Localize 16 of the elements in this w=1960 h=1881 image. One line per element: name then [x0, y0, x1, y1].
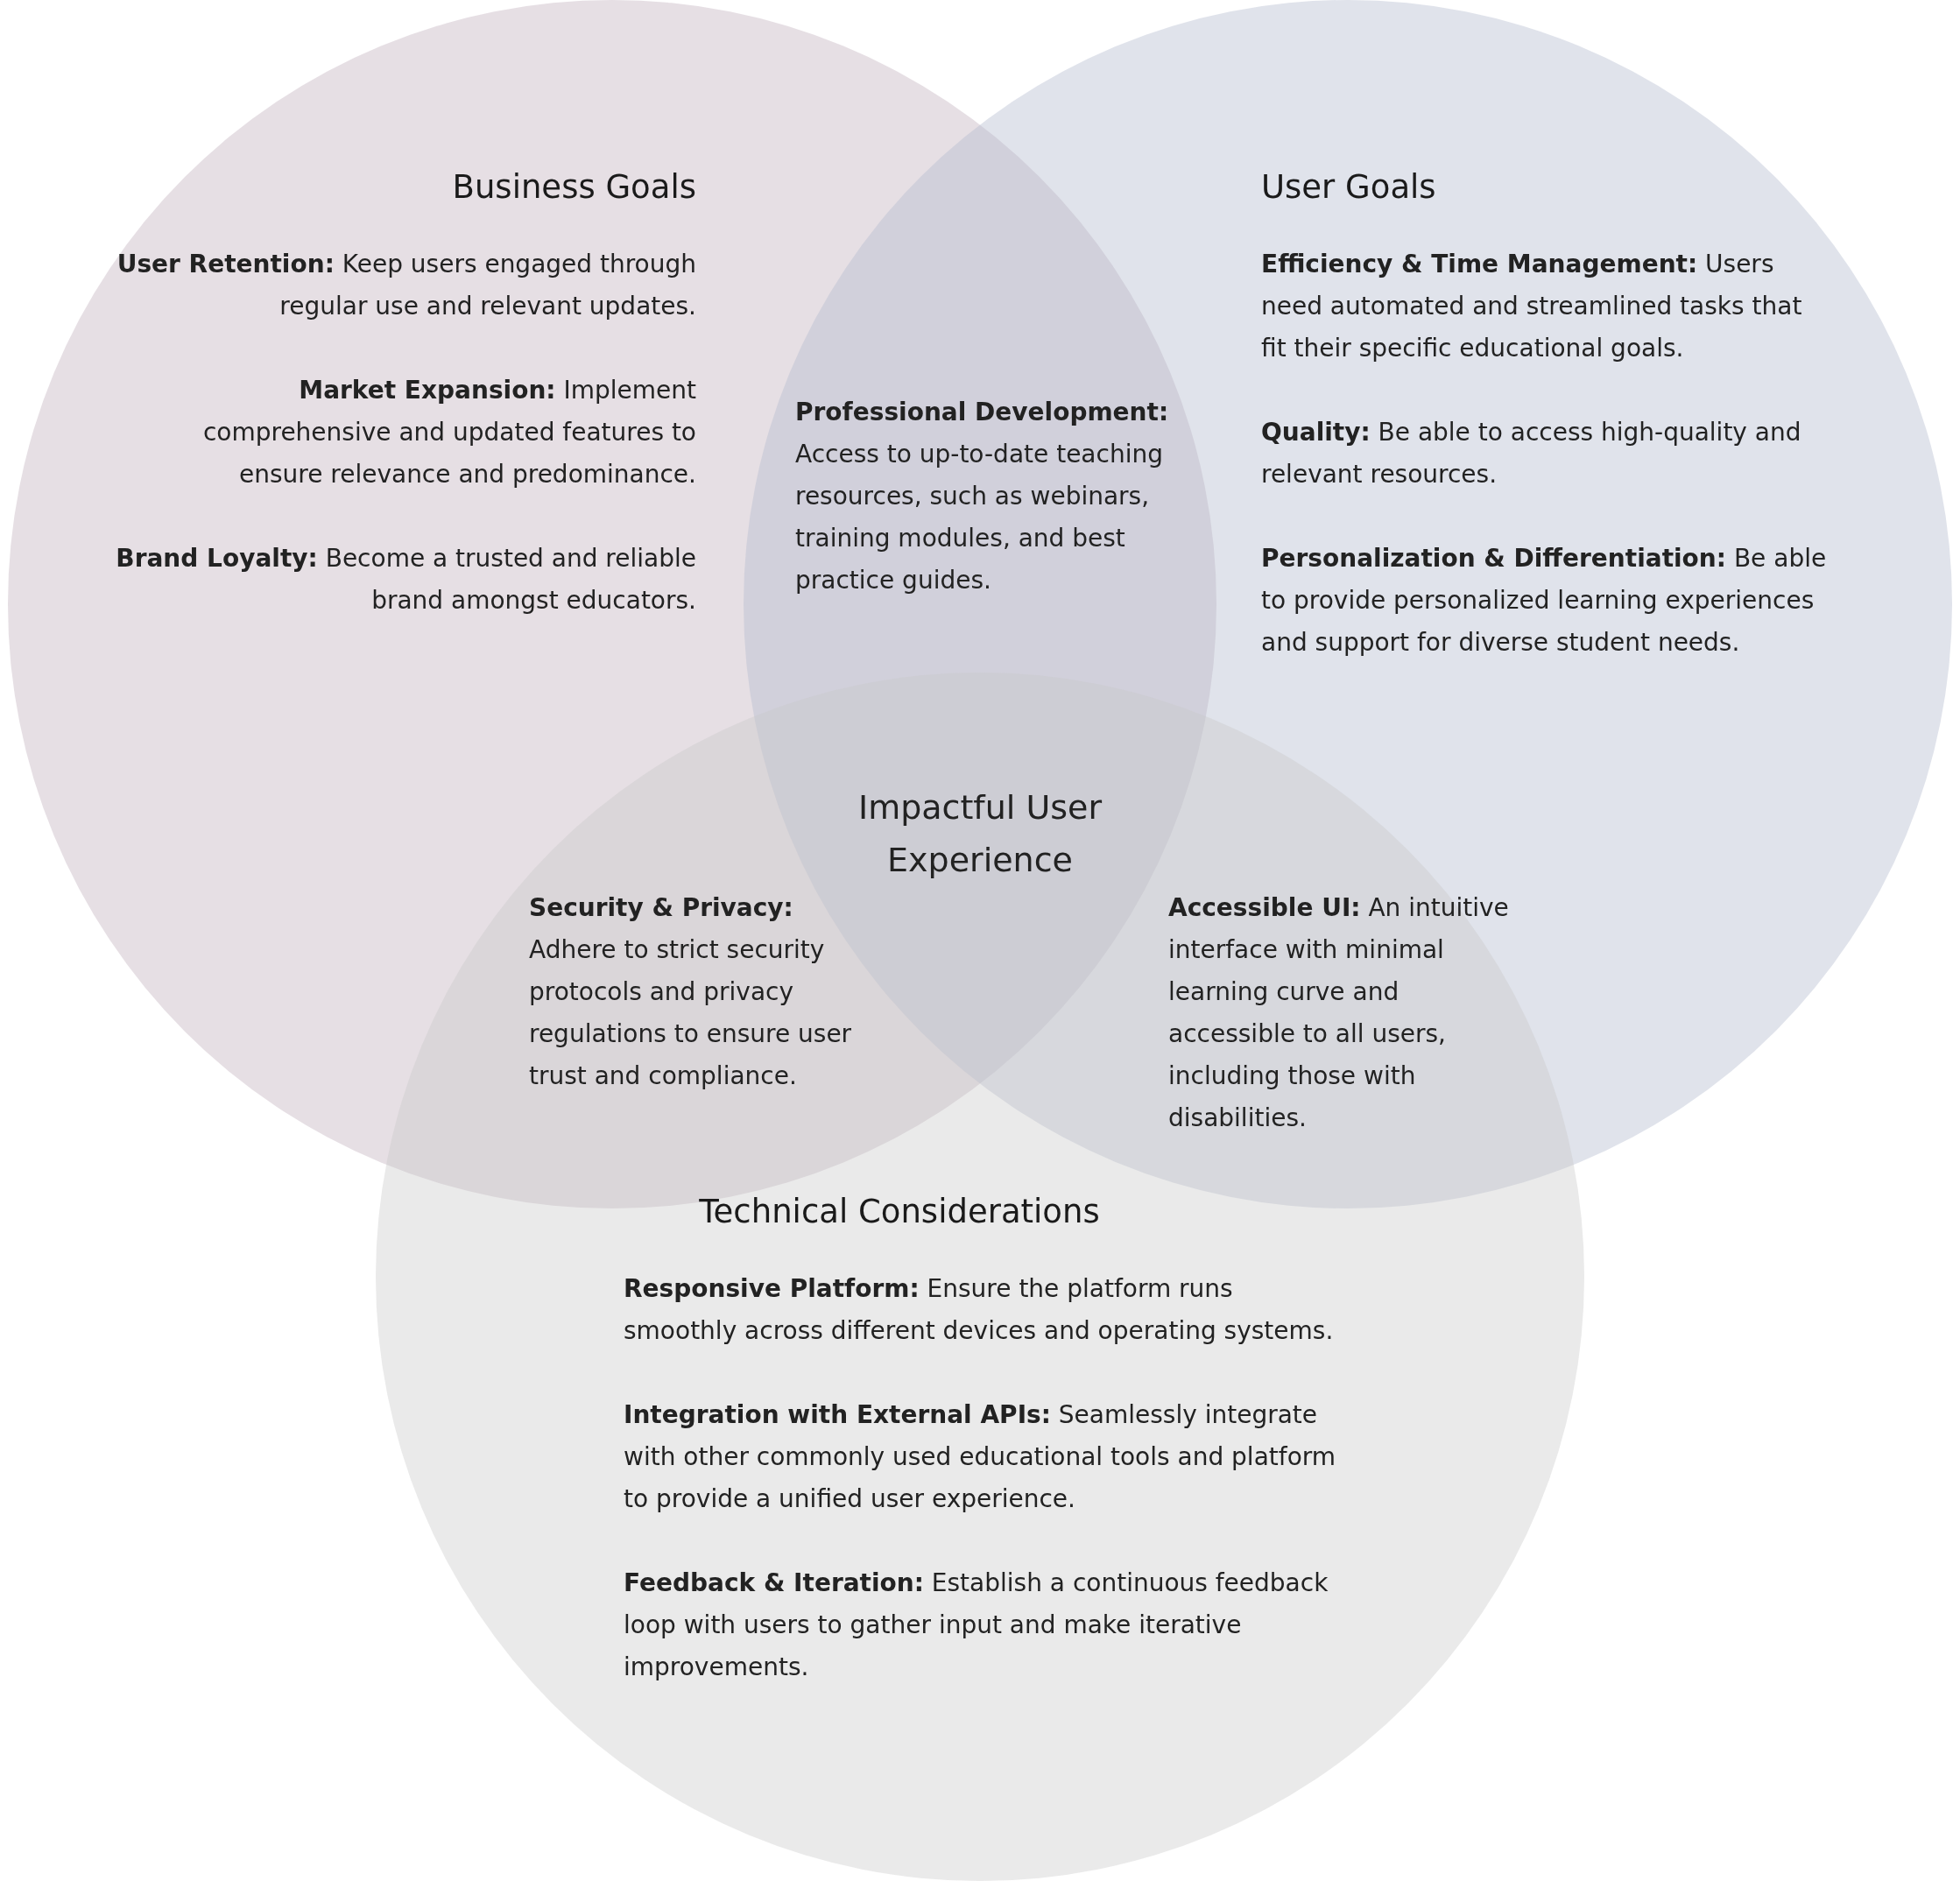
- goal-paragraph: Responsive Platform: Ensure the platform runs smoothly across different devices and operating systems.: [624, 1273, 1335, 1347]
- goal-paragraph: Market Expansion: Implement comprehensive and updated features to ensure relevance and predominance.: [201, 375, 696, 490]
- circle-heading: User Goals: [1261, 167, 1437, 208]
- center-title: Impactful User Experience: [857, 787, 1103, 881]
- goal-paragraph: Quality: Be able to access high-quality and relevant resources.: [1261, 417, 1802, 490]
- circle-heading: Business Goals: [451, 167, 696, 208]
- overlap-paragraph: Accessible UI: An intuitive interface with minimal learning curve and accessible to all users, including those with disabilities.: [1168, 892, 1510, 1134]
- overlap-paragraph: Security & Privacy: Adhere to strict security protocols and privacy regulations to ensure user trust and compliance.: [529, 892, 853, 1092]
- circle-heading: Technical Considerations: [698, 1192, 1101, 1232]
- goal-paragraph: User Retention: Keep users engaged through regular use and relevant updates.: [116, 249, 696, 322]
- goal-paragraph: Integration with External APIs: Seamlessly integrate with other commonly used educational tools and platform to provide a unified user experience.: [624, 1399, 1337, 1515]
- goal-paragraph: Personalization & Differentiation: Be able to provide personalized learning experiences and support for diverse student needs.: [1261, 543, 1828, 659]
- goal-paragraph: Feedback & Iteration: Establish a continuous feedback loop with users to gather input and make iterative improvements.: [624, 1568, 1329, 1683]
- overlap-paragraph: Professional Development: Access to up-to-date teaching resources, such as webinars, training modules, and best practice guides.: [795, 397, 1170, 596]
- goal-paragraph: Brand Loyalty: Become a trusted and reliable brand amongst educators.: [115, 543, 696, 616]
- goal-paragraph: Efficiency & Time Management: Users need automated and streamlined tasks that fit their specific educational goals.: [1261, 249, 1803, 364]
